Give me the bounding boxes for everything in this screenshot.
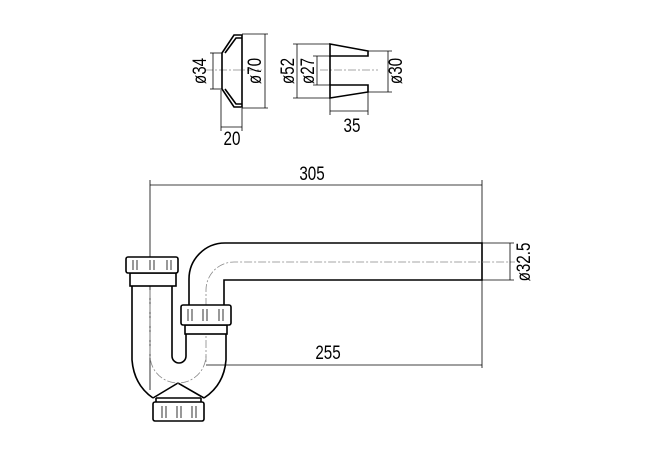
reducer-inner-diameter-label: ø27 — [296, 58, 318, 84]
right-nut — [180, 304, 232, 326]
right-collar — [184, 324, 228, 335]
reducer-end-diameter-label: ø30 — [384, 58, 406, 84]
reducer-outer-diameter-label: ø52 — [276, 58, 298, 84]
rosette-outer-diameter-label: ø70 — [243, 58, 265, 84]
left-nut — [125, 256, 179, 274]
rosette-inner-diameter-label: ø34 — [188, 58, 210, 85]
total-length-label: 305 — [299, 162, 324, 184]
reducer-length-label: 35 — [344, 114, 361, 136]
siphon-drawing: 305 ø32.5 255 — [125, 162, 534, 422]
rosette-detail: ø34 ø70 20 — [188, 33, 268, 149]
rosette-depth-label: 20 — [224, 127, 241, 149]
reducer-detail: ø52 ø27 ø30 35 — [276, 43, 406, 136]
pipe-diameter-label: ø32.5 — [512, 243, 534, 282]
pipe-length-label: 255 — [315, 341, 340, 363]
left-collar — [129, 272, 177, 287]
